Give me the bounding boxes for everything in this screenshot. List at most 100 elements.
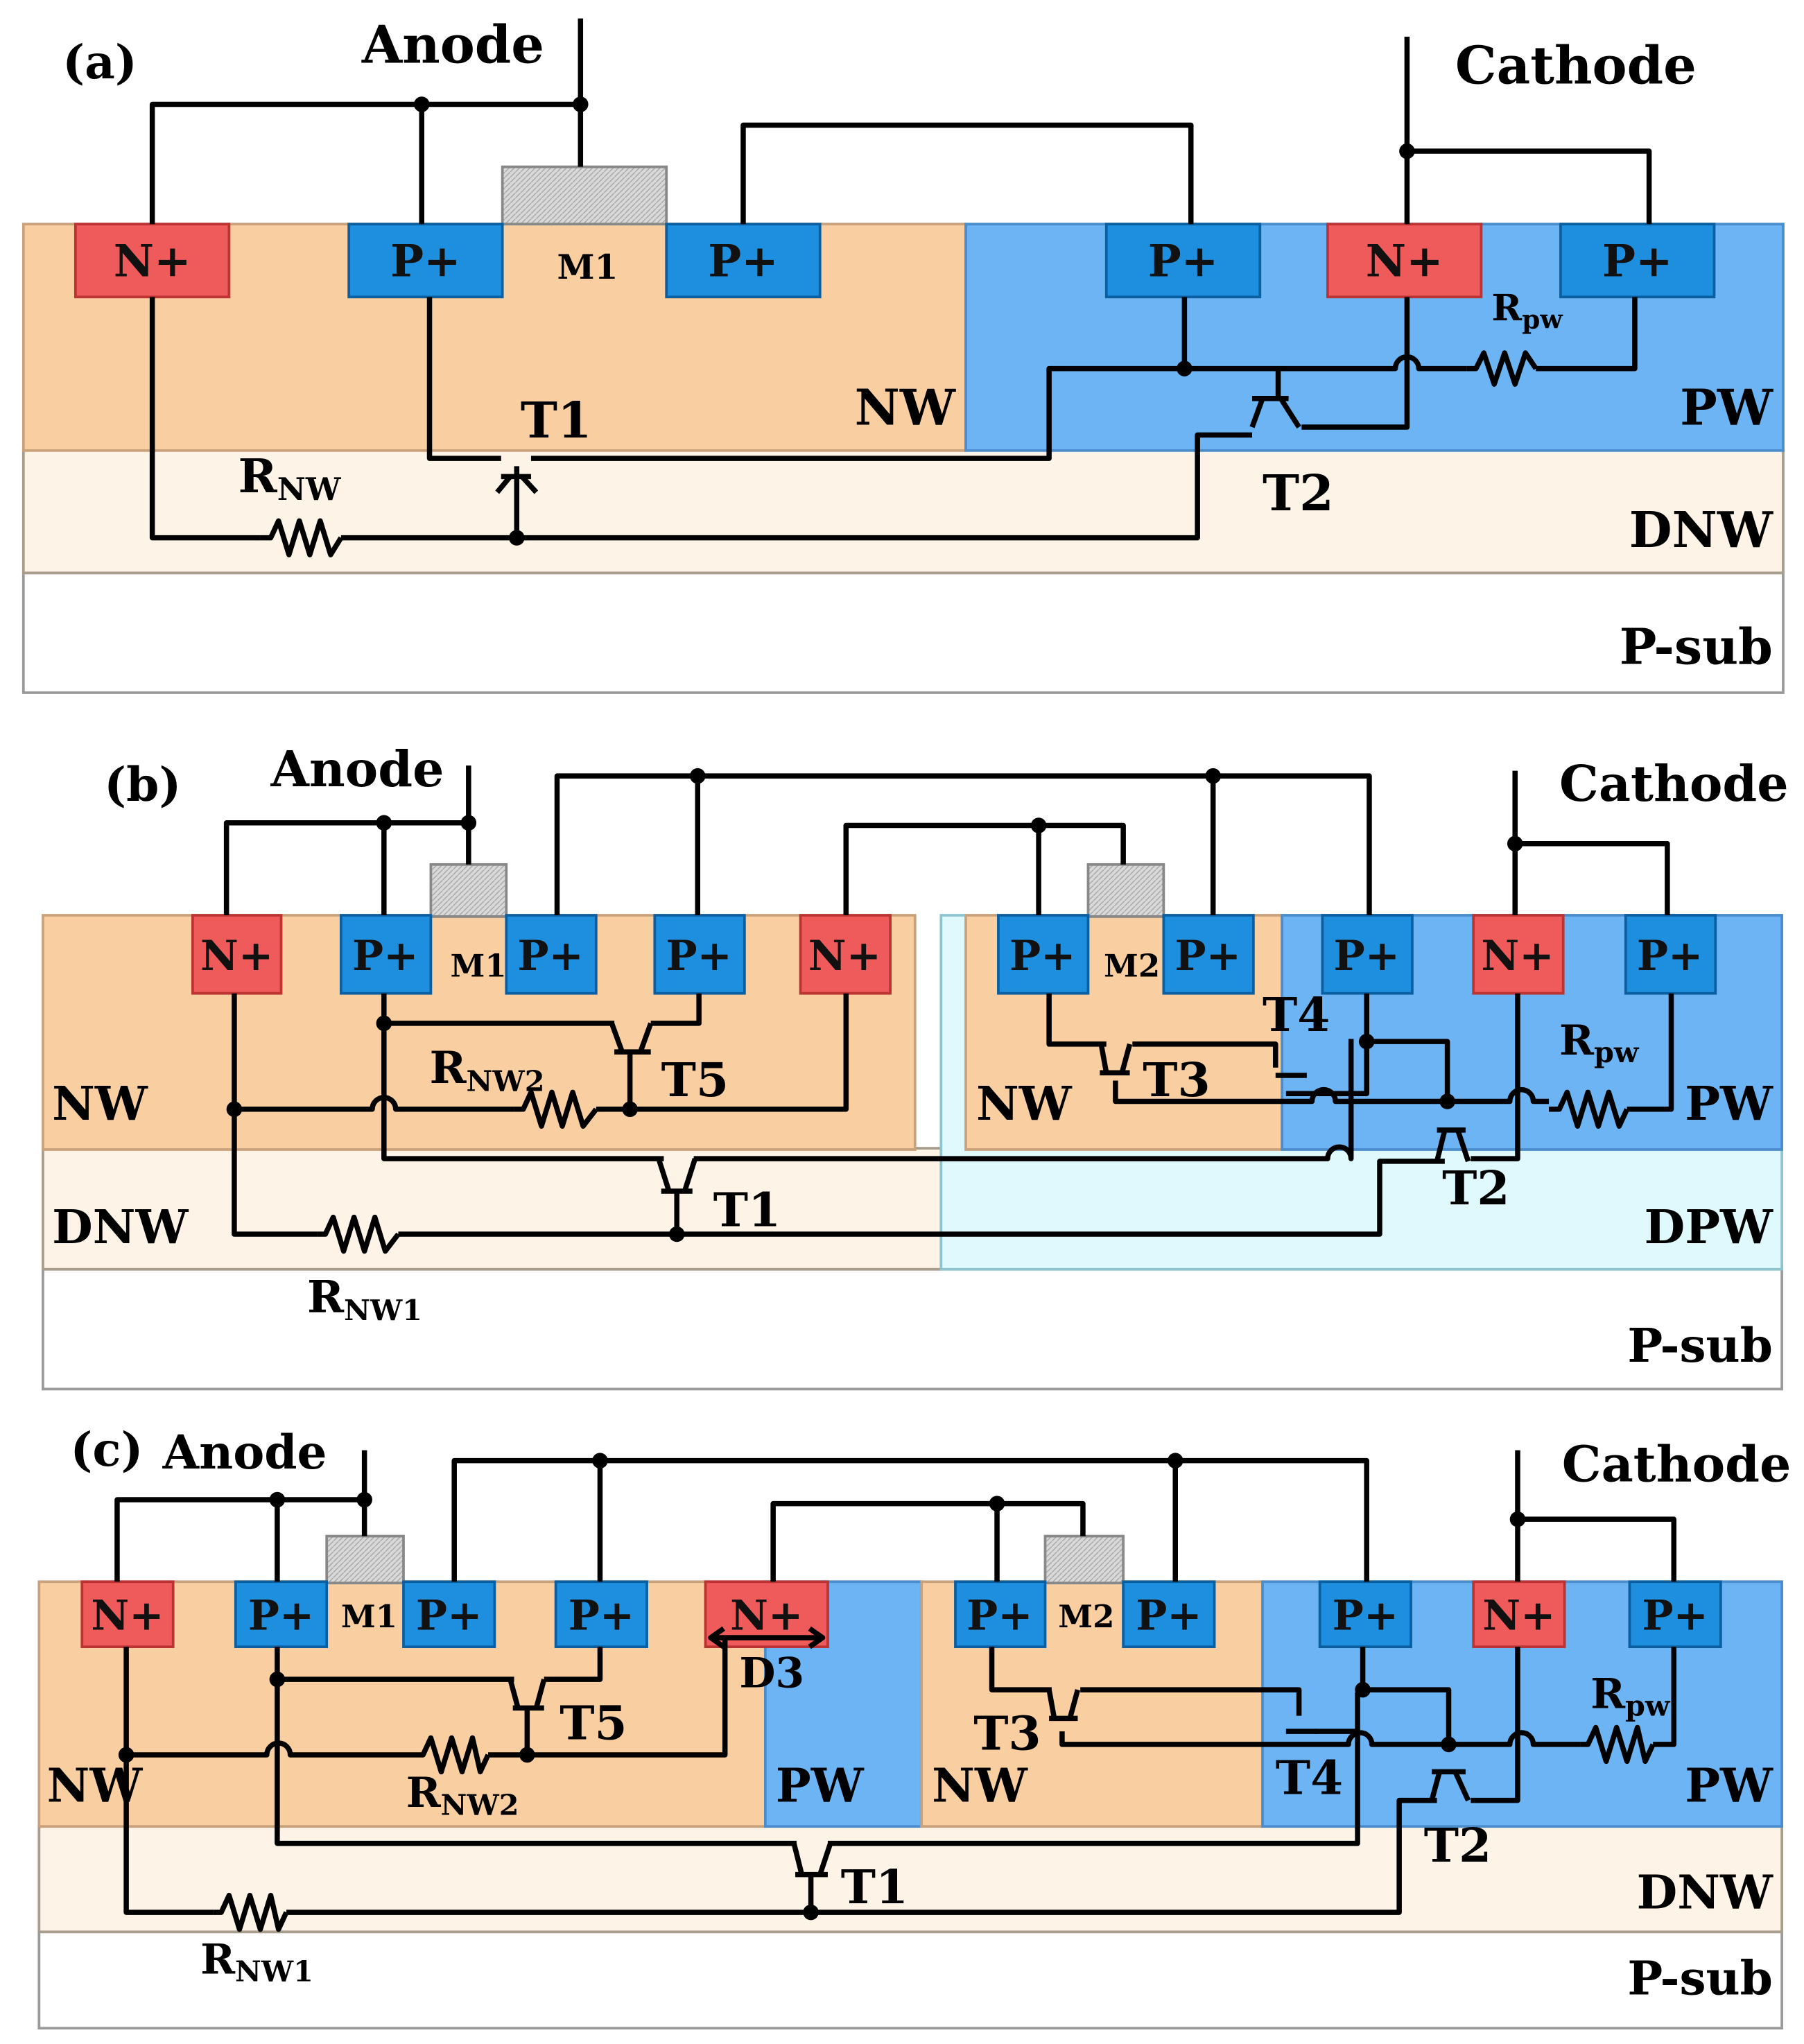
diff-label-b2: P+ xyxy=(352,932,418,980)
cathode-label-c: Cathode xyxy=(1562,1435,1792,1493)
diff-pplus-c3 xyxy=(402,1580,496,1649)
psub-region-b xyxy=(42,1267,1783,1391)
panel-b: (b) Anode Cathode N+ P+ P+ P+ N+ P+ P+ P… xyxy=(42,740,1789,1391)
transistor-label-t3-b: T3 xyxy=(1143,1053,1210,1107)
transistor-label-t1-c: T1 xyxy=(841,1860,908,1914)
diff-label-a1: N+ xyxy=(114,235,191,287)
panel-c: (c) Anode Cathode N+ P+ P+ P+ N+ P+ P+ P… xyxy=(37,1422,1792,2030)
gate-m2-c xyxy=(1043,1534,1125,1585)
cathode-label-a: Cathode xyxy=(1455,34,1697,96)
diff-pplus-b3 xyxy=(505,914,598,995)
wiring-a xyxy=(149,18,1652,557)
gate-label-m1-b: M1 xyxy=(451,947,507,984)
diff-label-b1: N+ xyxy=(200,932,273,980)
diff-label-a2: P+ xyxy=(390,235,460,287)
junction-dots-b xyxy=(226,768,1523,1242)
diff-label-b3: P+ xyxy=(517,932,584,980)
resistor-label-rpw-a: Rpw xyxy=(1491,287,1563,334)
diff-label-b8: P+ xyxy=(1333,932,1400,980)
gate-label-m1-c: M1 xyxy=(341,1598,397,1635)
transistor-label-t5-b: T5 xyxy=(661,1053,729,1107)
gate-m1-b xyxy=(429,863,508,918)
junction-dots-c xyxy=(118,1453,1526,1921)
resistor-label-rnw1-b: RNW1 xyxy=(307,1272,422,1327)
diff-label-c5: N+ xyxy=(730,1592,803,1640)
diff-label-c7: P+ xyxy=(1136,1592,1202,1640)
region-label-pw-b: PW xyxy=(1685,1076,1773,1131)
diff-label-c9: N+ xyxy=(1482,1592,1555,1640)
diff-pplus-a2 xyxy=(347,223,504,299)
region-label-nw-left-c: NW xyxy=(47,1758,144,1813)
panel-label-b: (b) xyxy=(104,757,181,812)
panel-a: (a) Anode Cathode N+ P+ P+ P+ N+ P+ M1 T… xyxy=(21,13,1785,694)
diff-label-b9: N+ xyxy=(1481,932,1554,980)
diff-pplus-c6 xyxy=(954,1580,1047,1649)
resistor-label-rpw-c: Rpw xyxy=(1590,1670,1671,1722)
wiring-b xyxy=(223,765,1674,1254)
diff-label-c1: N+ xyxy=(91,1592,164,1640)
transistor-label-t4-b: T4 xyxy=(1263,987,1330,1042)
gate-m1-a xyxy=(501,165,668,226)
panel-label-a: (a) xyxy=(62,35,137,89)
dnw-region-a xyxy=(21,448,1785,575)
diff-pplus-b6 xyxy=(997,914,1090,995)
diff-label-a6: P+ xyxy=(1602,235,1672,287)
diff-label-c10: P+ xyxy=(1642,1592,1708,1640)
diff-nplus-b9 xyxy=(1472,914,1565,995)
region-label-nw-mid-b: NW xyxy=(976,1076,1073,1131)
region-label-pw-right-c: PW xyxy=(1685,1758,1773,1813)
panel-label-c: (c) xyxy=(70,1422,143,1477)
gate-label-m2-c: M2 xyxy=(1058,1598,1114,1635)
anode-label-a: Anode xyxy=(361,13,544,75)
resistor-label-rnw1-c: RNW1 xyxy=(200,1935,313,1988)
diode-label-d3-c: D3 xyxy=(739,1649,804,1697)
transistor-label-t4-c: T4 xyxy=(1276,1750,1343,1805)
diff-label-b7: P+ xyxy=(1174,932,1241,980)
diff-label-b4: P+ xyxy=(666,932,732,980)
region-label-dnw-a: DNW xyxy=(1629,501,1773,559)
region-label-dnw-b: DNW xyxy=(52,1199,189,1254)
resistor-label-rnw2-c: RNW2 xyxy=(406,1769,519,1821)
region-label-dnw-c: DNW xyxy=(1637,1864,1773,1919)
diff-pplus-c2 xyxy=(234,1580,329,1649)
diff-nplus-a1 xyxy=(74,223,231,299)
resistor-label-rpw-b: Rpw xyxy=(1559,1016,1640,1069)
region-label-pw-a: PW xyxy=(1680,378,1773,436)
gate-label-m2-b: M2 xyxy=(1104,947,1160,984)
gate-label-m1-a: M1 xyxy=(557,247,618,287)
region-label-nw-left-b: NW xyxy=(52,1076,148,1131)
cathode-label-b: Cathode xyxy=(1559,754,1789,813)
psub-region-a xyxy=(21,571,1785,694)
diff-label-c6: P+ xyxy=(966,1592,1033,1640)
diff-nplus-a5 xyxy=(1326,223,1483,299)
diff-label-c8: P+ xyxy=(1333,1592,1399,1640)
anode-label-c: Anode xyxy=(162,1425,327,1480)
region-label-nw-mid-c: NW xyxy=(932,1758,1028,1813)
diff-label-c4: P+ xyxy=(569,1592,635,1640)
diff-label-c2: P+ xyxy=(248,1592,314,1640)
diff-label-a5: N+ xyxy=(1366,235,1443,287)
gate-m1-c xyxy=(325,1534,405,1585)
region-label-dpw-b: DPW xyxy=(1645,1199,1773,1254)
resistor-label-rnw2-b: RNW2 xyxy=(430,1042,545,1098)
transistor-label-t5-c: T5 xyxy=(560,1695,627,1750)
diff-nplus-c1 xyxy=(80,1580,175,1649)
transistor-label-t2-b: T2 xyxy=(1442,1161,1509,1215)
diff-pplus-c10 xyxy=(1628,1580,1722,1649)
diff-label-b6: P+ xyxy=(1009,932,1076,980)
diff-label-a4: P+ xyxy=(1148,235,1218,287)
psub-region-c xyxy=(37,1930,1783,2030)
diff-nplus-b5 xyxy=(799,914,892,995)
transistor-label-t1-a: T1 xyxy=(521,391,592,449)
diff-label-a3: P+ xyxy=(708,235,778,287)
junction-dots-a xyxy=(413,96,1415,546)
diff-pplus-a3 xyxy=(665,223,822,299)
dnw-region-b xyxy=(42,1147,943,1271)
diff-nplus-c9 xyxy=(1472,1580,1566,1649)
gate-m2-b xyxy=(1086,863,1165,918)
diff-pplus-c7 xyxy=(1122,1580,1216,1649)
region-label-nw-a: NW xyxy=(855,378,956,436)
transistor-label-t1-b: T1 xyxy=(713,1183,781,1238)
transistor-label-t2-a: T2 xyxy=(1263,464,1334,522)
